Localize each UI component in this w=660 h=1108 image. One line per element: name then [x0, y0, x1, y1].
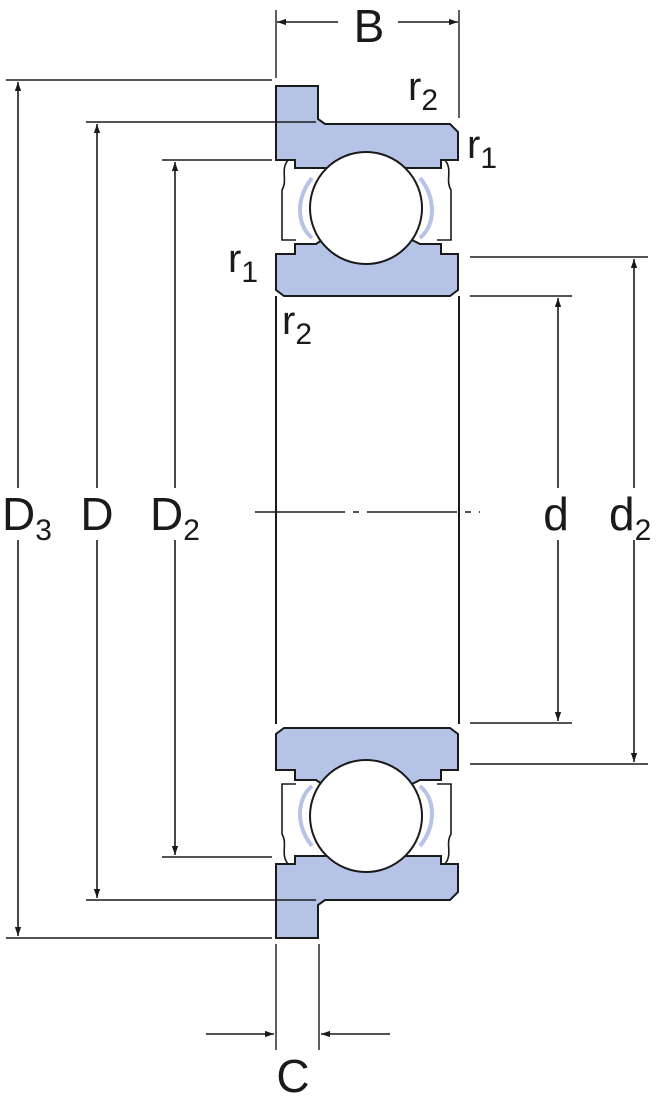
label-d-bore: d	[543, 488, 569, 540]
label-r1-right: r1	[467, 123, 497, 175]
bottom-seal-7	[437, 783, 452, 865]
bottom-seal-5	[281, 783, 296, 865]
label-d3: D3	[2, 488, 52, 547]
label-b: B	[354, 0, 385, 52]
bottom-cage-9	[298, 784, 314, 848]
top-cage-11	[418, 176, 434, 240]
label-r1-left: r1	[228, 237, 258, 289]
label-r2-left: r2	[282, 299, 312, 351]
label-d-outer: D	[80, 488, 113, 540]
label-r2-top: r2	[408, 65, 438, 117]
bearing-section-bottom	[275, 727, 459, 939]
top-seal-5	[281, 159, 296, 241]
top-cage-9	[298, 176, 314, 240]
bearing-body	[275, 296, 460, 724]
bottom-ball-13	[309, 759, 423, 873]
dimension-lines	[14, 18, 638, 1038]
label-c: C	[276, 1050, 309, 1102]
top-ball-13	[309, 151, 423, 265]
top-ring-3	[275, 239, 459, 297]
bottom-ring-1	[275, 855, 459, 939]
extension-lines	[6, 10, 648, 1050]
top-seal-7	[437, 159, 452, 241]
top-ring-1	[275, 85, 459, 169]
bearing-section-top	[275, 85, 459, 297]
bottom-ring-3	[275, 727, 459, 785]
bottom-cage-11	[418, 784, 434, 848]
label-d2-inner: d2	[609, 488, 651, 547]
label-d2-outer: D2	[150, 488, 200, 547]
